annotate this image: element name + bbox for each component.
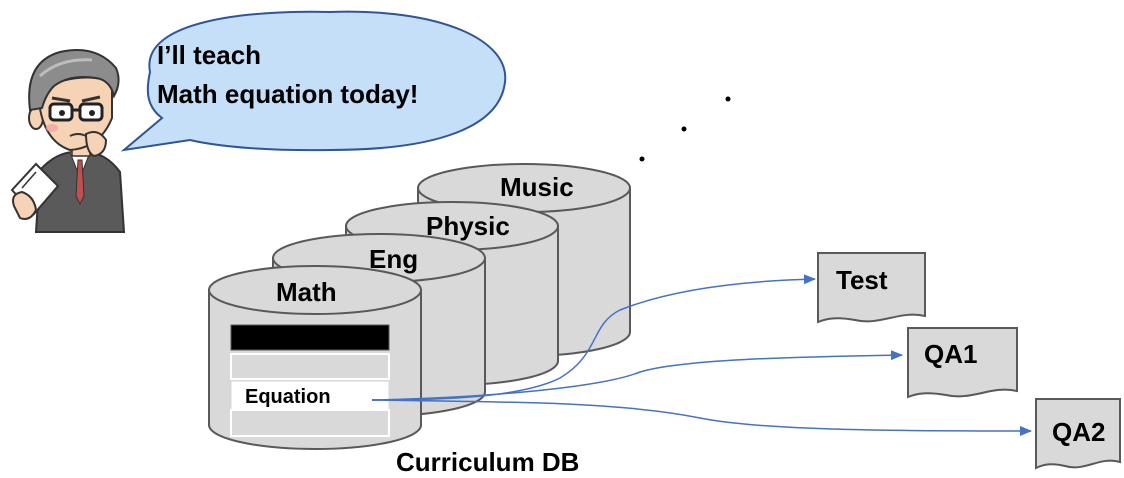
- db-label-music: Music: [500, 172, 574, 202]
- document-test: Test: [817, 252, 926, 324]
- ellipsis-dot: [639, 156, 645, 162]
- doc-label-qa2: QA2: [1052, 417, 1105, 447]
- ellipsis-dot: [681, 126, 687, 132]
- document-qa1: QA1: [907, 327, 1018, 399]
- db-label-math: Math: [276, 277, 337, 307]
- ellipsis-dot: [725, 96, 731, 102]
- doc-label-test: Test: [836, 265, 888, 295]
- arrow-to-qa1: [371, 350, 903, 401]
- table-row: [230, 409, 390, 437]
- speech-bubble: [120, 10, 507, 152]
- db-label-physic: Physic: [426, 211, 510, 241]
- table-header-row: [230, 324, 390, 351]
- caption-curriculum-db: Curriculum DB: [396, 447, 579, 477]
- math-table: Equation: [230, 324, 390, 437]
- table-row: [230, 353, 390, 380]
- speech-line-1: I’ll teach: [157, 40, 261, 70]
- document-qa2: QA2: [1035, 398, 1121, 470]
- speech-line-2: Math equation today!: [157, 79, 418, 109]
- arrow-to-qa2: [371, 399, 1032, 436]
- teacher-with-clipboard-icon: [10, 49, 126, 233]
- arrow-to-test: [371, 274, 816, 401]
- table-row-label-equation: Equation: [245, 386, 331, 408]
- doc-label-qa1: QA1: [924, 339, 977, 369]
- db-label-eng: Eng: [369, 244, 418, 274]
- table-row-equation: [230, 380, 390, 411]
